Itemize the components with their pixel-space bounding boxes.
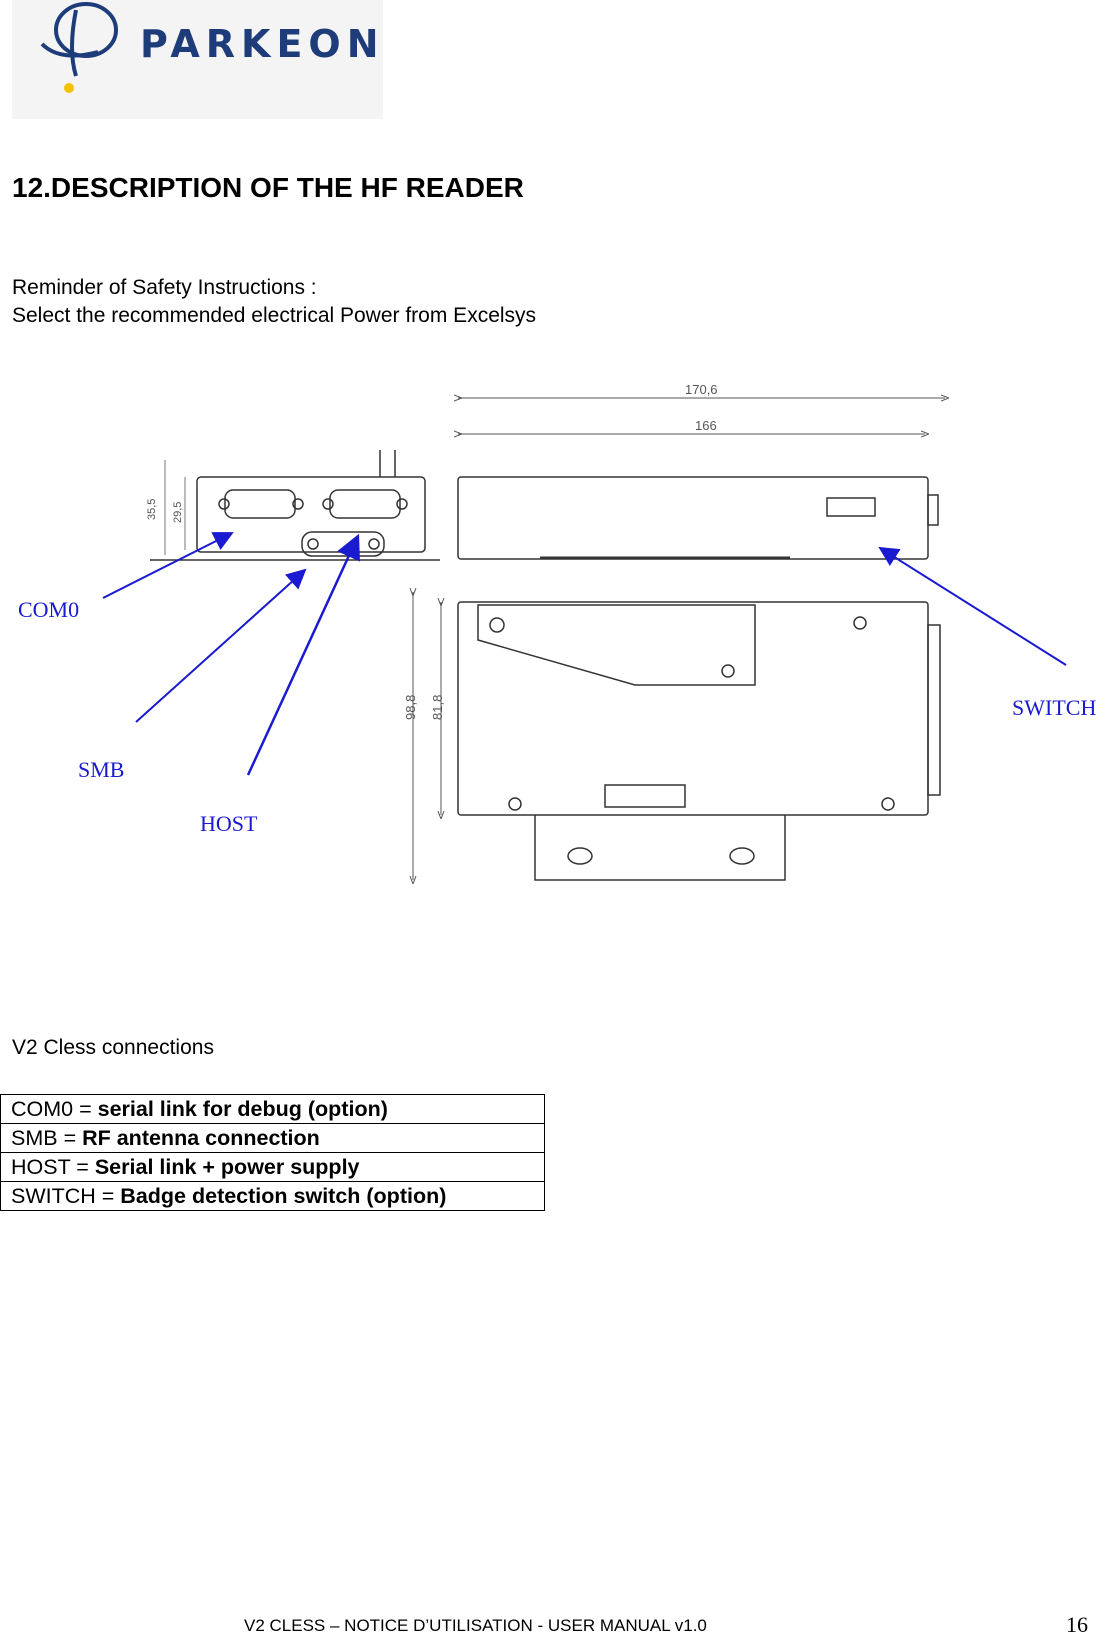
connection-key: SMB = bbox=[11, 1125, 83, 1150]
dim-35-5: 35,5 bbox=[146, 499, 158, 520]
connection-value: Serial link + power supply bbox=[94, 1154, 360, 1179]
connection-key: SWITCH = bbox=[11, 1183, 121, 1208]
side-view bbox=[457, 476, 939, 560]
plan-view bbox=[457, 601, 941, 881]
footer-text: V2 CLESS – NOTICE D’UTILISATION - USER M… bbox=[244, 1616, 707, 1635]
connection-value: serial link for debug (option) bbox=[97, 1096, 388, 1121]
logo-wordmark: PARKEON bbox=[140, 22, 385, 66]
host-arrow bbox=[246, 533, 360, 776]
smb-arrow bbox=[135, 568, 307, 723]
smb-label: SMB bbox=[78, 757, 124, 782]
connection-value: Badge detection switch (option) bbox=[120, 1183, 447, 1208]
safety-reminder: Reminder of Safety Instructions : bbox=[12, 276, 317, 299]
connections-title: V2 Cless connections bbox=[12, 1036, 214, 1059]
dim-29-5: 29,5 bbox=[172, 502, 184, 523]
switch-arrow bbox=[878, 546, 1067, 666]
connection-key: COM0 = bbox=[11, 1096, 98, 1121]
com0-arrow bbox=[102, 532, 234, 599]
front-view bbox=[150, 450, 440, 561]
host-connector bbox=[329, 489, 401, 519]
dim-166: 166 bbox=[695, 418, 717, 433]
section-title: 12.DESCRIPTION OF THE HF READER bbox=[12, 172, 524, 203]
table-row: SMB = RF antenna connection bbox=[0, 1123, 545, 1153]
dim-170-6: 170,6 bbox=[685, 382, 718, 397]
com0-label: COM0 bbox=[18, 597, 79, 622]
connections-table: COM0 = serial link for debug (option) SM… bbox=[0, 1094, 545, 1211]
safety-instruction: Select the recommended electrical Power … bbox=[12, 304, 537, 327]
table-row: HOST = Serial link + power supply bbox=[0, 1152, 545, 1182]
connection-value: RF antenna connection bbox=[82, 1125, 320, 1150]
com0-connector bbox=[224, 489, 296, 519]
host-label: HOST bbox=[200, 811, 258, 836]
parkeon-emblem-icon bbox=[40, 2, 118, 93]
dim-98-8: 98,8 bbox=[403, 695, 418, 720]
connection-key: HOST = bbox=[11, 1154, 95, 1179]
table-row: COM0 = serial link for debug (option) bbox=[0, 1094, 545, 1124]
hf-reader-drawing: 35,5 29,5 170,6 166 98,8 81,8 COM0 SMB H… bbox=[18, 382, 1096, 900]
dim-81-8: 81,8 bbox=[430, 695, 445, 720]
page-number: 16 bbox=[1066, 1612, 1088, 1637]
table-row: SWITCH = Badge detection switch (option) bbox=[0, 1181, 545, 1211]
switch-label: SWITCH bbox=[1012, 695, 1096, 720]
logo: PARKEON bbox=[12, 0, 383, 119]
